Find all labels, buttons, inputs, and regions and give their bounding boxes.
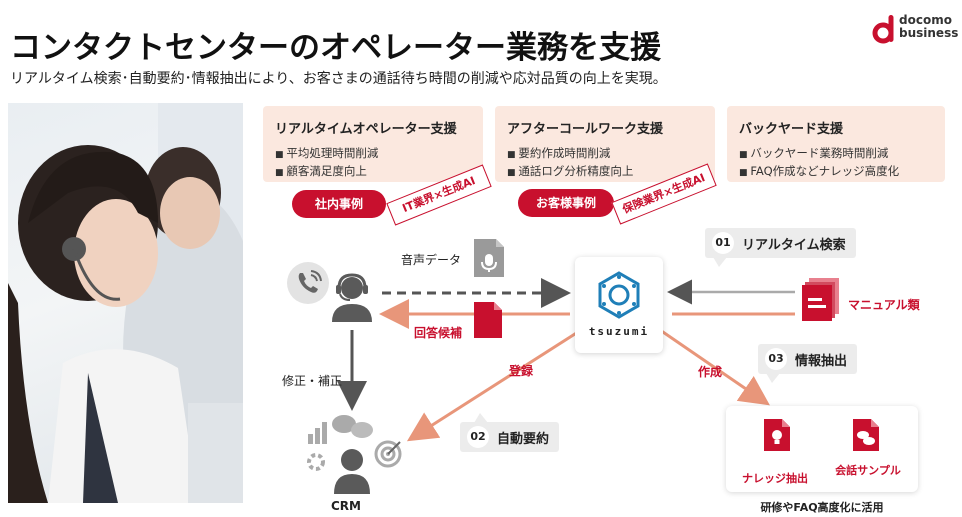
callout-info-extraction: 03 情報抽出 xyxy=(758,344,858,383)
card-bullet: 通話ログ分析精度向上 xyxy=(507,163,703,181)
manuals-label: マニュアル類 xyxy=(848,298,920,312)
conversation-document-icon xyxy=(853,419,879,451)
output-item-conversation-sample: 会話サンプル xyxy=(835,464,901,477)
tsuzumi-logo-icon xyxy=(598,271,640,319)
callout-number: 01 xyxy=(712,232,734,254)
target-icon xyxy=(374,440,402,468)
callout-label: 自動要約 xyxy=(497,431,550,447)
card-bullet: 要約作成時間削減 xyxy=(507,145,703,163)
knowledge-document-icon xyxy=(764,419,790,451)
answer-document-icon xyxy=(474,302,502,338)
customer-case-pill[interactable]: お客様事例 xyxy=(518,189,614,217)
card-bullet: FAQ作成などナレッジ高度化 xyxy=(739,163,933,181)
card-bullet: 平均処理時間削減 xyxy=(275,145,471,163)
page-subtitle: リアルタイム検索･自動要約･情報抽出により、お客さまの通話待ち時間の削減や応対品… xyxy=(10,71,667,87)
card-after-call-work-support: アフターコールワーク支援 要約作成時間削減 通話ログ分析精度向上 xyxy=(495,106,715,182)
logo-line-2: business xyxy=(899,26,959,40)
operator-photo xyxy=(8,103,243,503)
docomo-logo-icon xyxy=(872,15,894,44)
card-bullet: バックヤード業務時間削減 xyxy=(739,145,933,163)
operator-headset-icon xyxy=(332,273,372,322)
callout-auto-summary: 02 自動要約 xyxy=(460,413,560,452)
callout-label: リアルタイム検索 xyxy=(742,237,846,253)
logo-line-1: docomo xyxy=(899,13,952,27)
callout-number: 02 xyxy=(467,426,489,448)
extraction-output-box: ナレッジ抽出 会話サンプル xyxy=(726,406,918,492)
user-icon xyxy=(341,449,363,471)
crm-label: CRM xyxy=(331,499,361,513)
audio-file-icon xyxy=(474,239,504,277)
tsuzumi-wordmark: tsuzumi xyxy=(588,325,650,338)
internal-case-pill[interactable]: 社内事例 xyxy=(292,190,386,218)
phone-icon xyxy=(287,262,329,304)
card-realtime-operator-support: リアルタイムオペレーター支援 平均処理時間削減 顧客満足度向上 xyxy=(263,106,483,182)
card-bullet: 顧客満足度向上 xyxy=(275,163,471,181)
page-title: コンタクトセンターのオペレーター業務を支援 xyxy=(10,30,661,66)
crm-icon-cluster xyxy=(307,415,402,494)
operator-illustration xyxy=(8,103,243,503)
card-title: リアルタイムオペレーター支援 xyxy=(275,122,457,137)
chart-bar-icon xyxy=(308,434,313,444)
tsuzumi-engine: tsuzumi xyxy=(575,257,663,353)
card-title: アフターコールワーク支援 xyxy=(507,122,664,137)
card-title: バックヤード支援 xyxy=(739,122,844,137)
callout-realtime-search: 01 リアルタイム検索 xyxy=(705,228,856,267)
callout-number: 03 xyxy=(765,348,787,370)
register-label: 登録 xyxy=(509,364,534,378)
chat-bubble-icon xyxy=(332,415,356,433)
manuals-icon xyxy=(802,278,839,321)
output-caption: 研修やFAQ高度化に活用 xyxy=(760,501,884,514)
register-arrow xyxy=(406,330,579,442)
answer-candidates-label: 回答候補 xyxy=(414,326,463,340)
create-label: 作成 xyxy=(698,365,723,379)
docomo-business-logo: docomo business xyxy=(872,12,958,46)
correction-label: 修正・補正 xyxy=(282,374,343,388)
create-arrow xyxy=(659,328,770,406)
callout-label: 情報抽出 xyxy=(795,353,848,369)
gear-icon xyxy=(307,453,325,471)
output-item-knowledge: ナレッジ抽出 xyxy=(742,472,808,485)
logo-wordmark: docomo business xyxy=(899,14,958,40)
card-backyard-support: バックヤード支援 バックヤード業務時間削減 FAQ作成などナレッジ高度化 xyxy=(727,106,945,182)
voice-data-label: 音声データ xyxy=(401,253,462,267)
